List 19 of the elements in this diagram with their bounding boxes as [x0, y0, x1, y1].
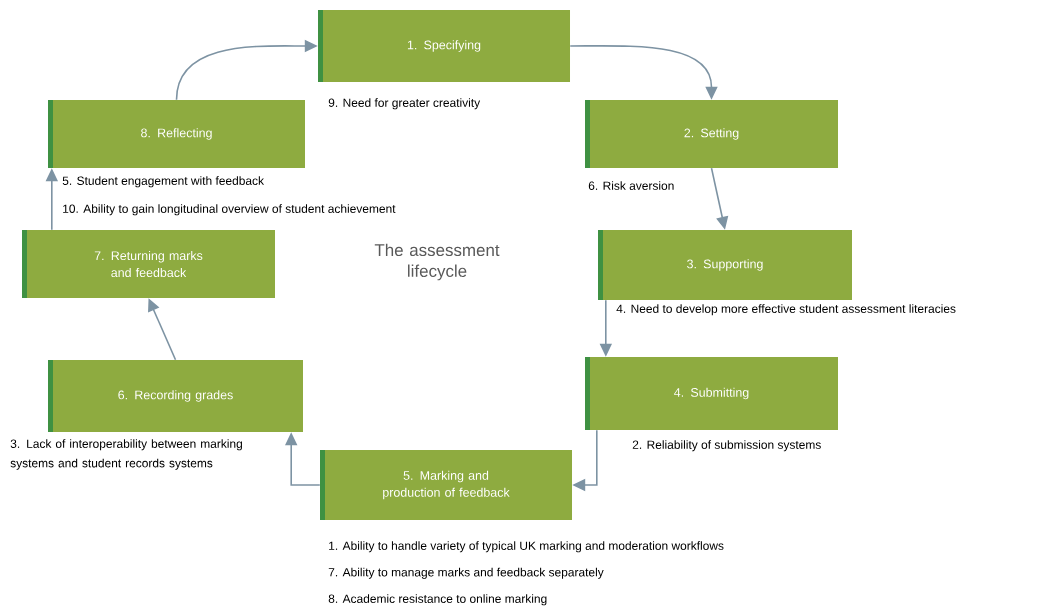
issue-note: 5. Student engagement with feedback [62, 176, 264, 188]
stage-box: 1. Specifying [318, 10, 570, 82]
issue-note: 10. Ability to gain longitudinal overview of student achievement [63, 204, 396, 216]
issue-note: 1. Ability to handle variety of typical UK marking and moderation workflows [329, 541, 724, 553]
stage-box: 2. Setting [585, 100, 838, 168]
stage-box: 8. Reflecting [48, 100, 305, 168]
issue-note: 7. Ability to manage marks and feedback separately [328, 567, 604, 579]
stage-box: 3. Supporting [598, 230, 852, 300]
stage-box: 5. Marking and production of feedback [320, 450, 572, 520]
issue-note: 8. Academic resistance to online marking [328, 594, 547, 606]
stage-box: 7. Returning marks and feedback [22, 230, 275, 298]
issue-note: 3. Lack of interoperability between marking systems and student records systems [10, 439, 242, 470]
stage-box: 6. Recording grades [48, 360, 303, 432]
issue-note: 4. Need to develop more effective student assessment literacies [616, 304, 956, 316]
diagram-title: The assessment lifecycle [374, 243, 500, 281]
issue-note: 9. Need for greater creativity [328, 98, 481, 110]
issue-note: 2. Reliability of submission systems [632, 440, 821, 452]
issue-note: 6. Risk aversion [588, 181, 674, 190]
stage-box: 4. Submitting [585, 357, 838, 430]
